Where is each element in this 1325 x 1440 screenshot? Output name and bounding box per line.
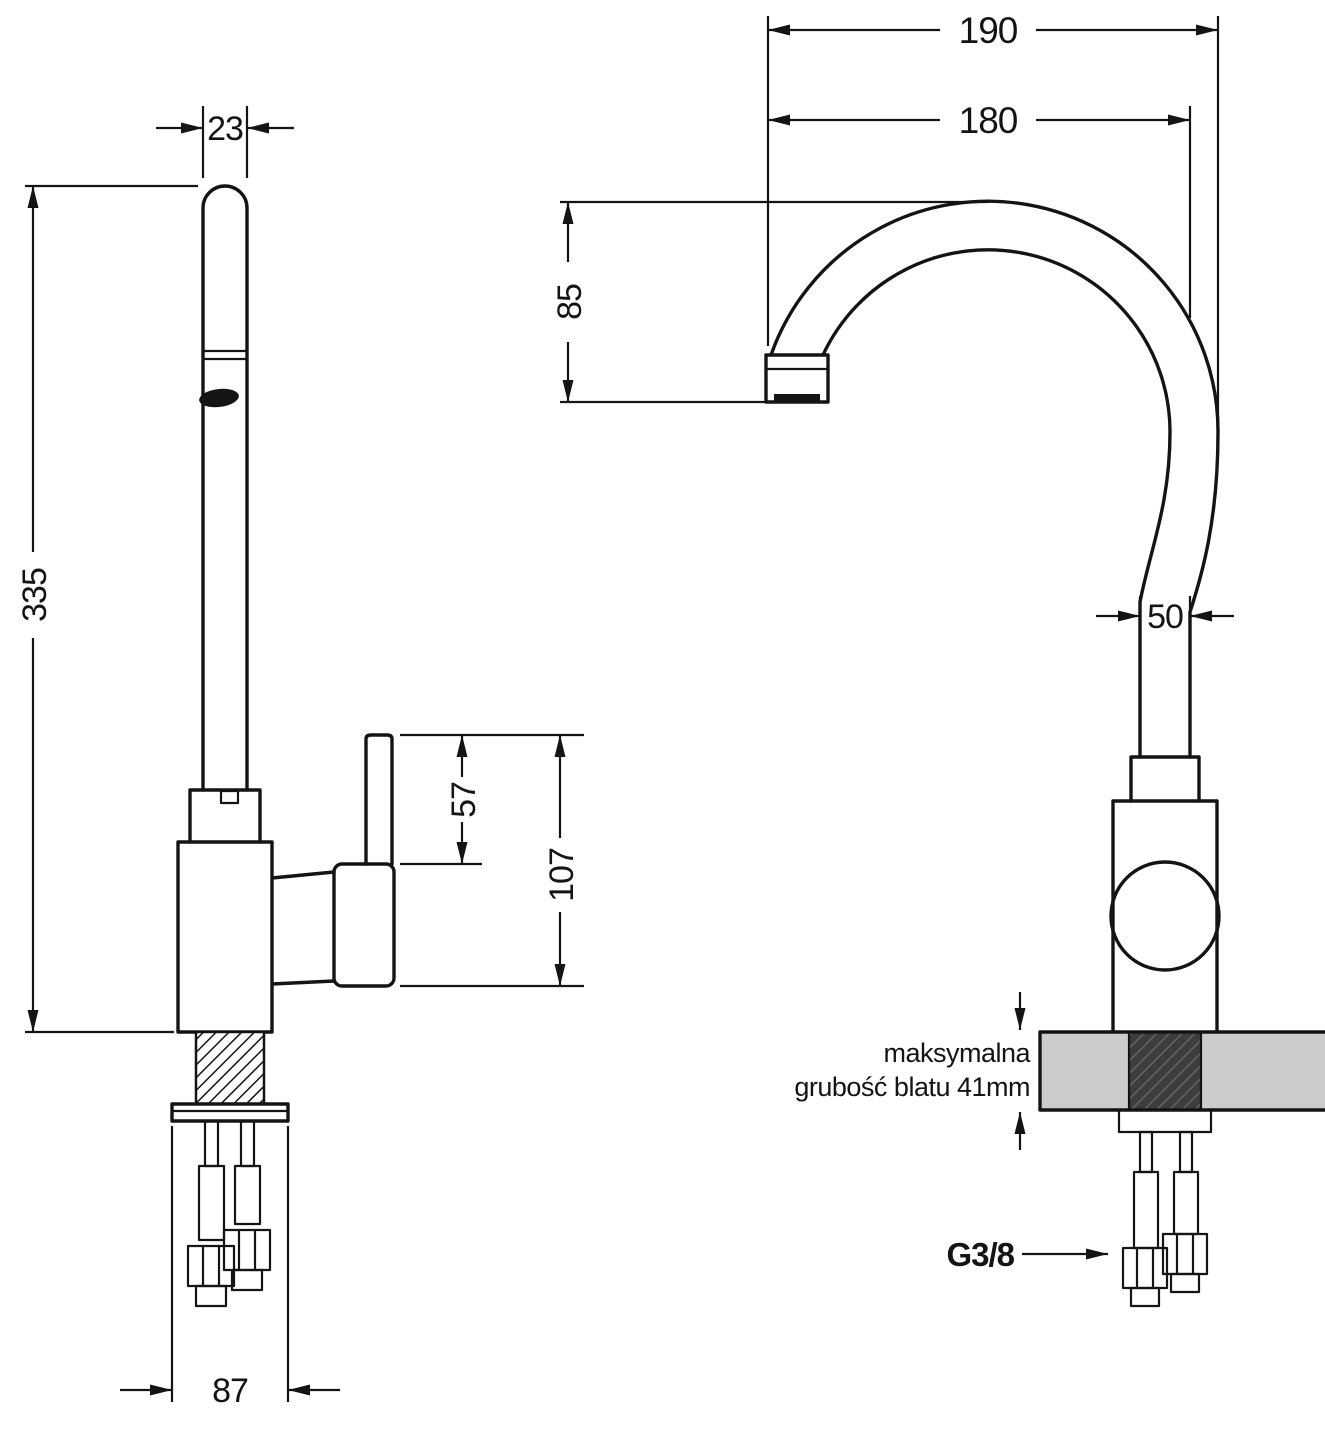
dim-label-57: 57 [445, 782, 483, 818]
dim-label-190: 190 [959, 10, 1018, 51]
dim-label-87: 87 [212, 1372, 248, 1410]
dim-pipe-width: 50 [1096, 596, 1234, 636]
mounting-plate-side [170, 1102, 290, 1123]
dim-label-335: 335 [16, 568, 54, 622]
dim-label-50: 50 [1147, 598, 1183, 636]
faucet-body-side [176, 788, 396, 1034]
handle-lever-side [364, 733, 394, 866]
spout-pipe-side [201, 184, 249, 792]
dim-total-reach: 190 [766, 10, 1220, 424]
locknut-front [1117, 1108, 1213, 1134]
supply-hoses-side [186, 1119, 272, 1308]
countertop-note: maksymalna grubość blatu 41mm [794, 1038, 1032, 1102]
countertop-note-line1: maksymalna [883, 1038, 1031, 1068]
dim-label-180: 180 [959, 100, 1018, 141]
thread-callout: G3/8 [946, 1236, 1108, 1273]
countertop-note-line2: grubość blatu 41mm [794, 1072, 1030, 1102]
dim-total-height: 335 [16, 184, 198, 1034]
dim-label-107: 107 [543, 848, 581, 902]
supply-hoses-front [1121, 1130, 1209, 1308]
countertop [1038, 1030, 1325, 1112]
side-view: 23 335 57 107 87 [16, 106, 584, 1410]
dim-spout-height: 85 [551, 200, 988, 404]
faucet-body-front [1111, 755, 1219, 1034]
dim-base-width: 87 [120, 1126, 340, 1410]
gooseneck-spout [769, 199, 1220, 759]
thread-label: G3/8 [946, 1236, 1014, 1273]
dim-label-23: 23 [207, 110, 243, 148]
dim-handle-height: 57 [400, 733, 584, 866]
shank-through-countertop [1127, 1030, 1203, 1112]
aerator-side [199, 388, 239, 408]
dim-body-height: 107 [400, 735, 584, 988]
front-view: 190 180 85 50 maksymalna grubość blatu [551, 10, 1325, 1308]
aerator-front [764, 353, 830, 404]
dim-label-85: 85 [551, 284, 589, 320]
dim-spout-reach: 180 [768, 100, 1192, 318]
threaded-shank-side [194, 1030, 266, 1106]
dim-spout-diameter: 23 [156, 106, 294, 178]
handle-knob-front [1109, 860, 1221, 972]
